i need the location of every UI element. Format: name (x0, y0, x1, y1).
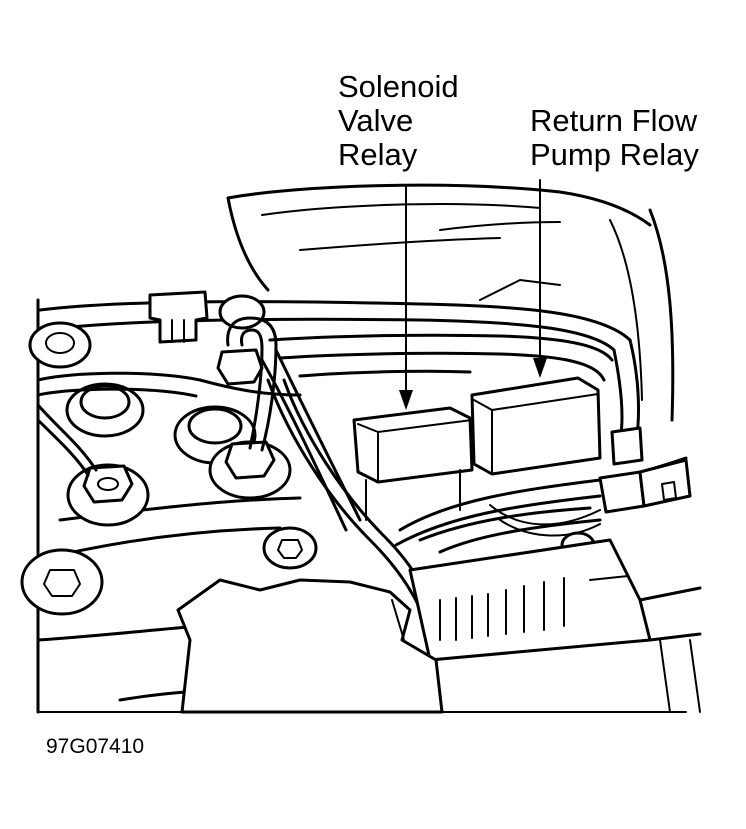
fitting-left-lower (66, 463, 150, 527)
wiring-harness (394, 456, 692, 559)
socket-bolt-left (20, 548, 104, 616)
solenoid-valve-relay (352, 406, 474, 521)
brake-line-bundle (38, 300, 644, 466)
callout-arrows (399, 179, 547, 410)
foreground-cover (176, 578, 444, 714)
fitting-right-lower (208, 440, 292, 500)
return-pump-relay-arrowhead (533, 358, 547, 378)
electrical-connector (408, 538, 702, 713)
fitting-upper-left (65, 382, 145, 438)
return-flow-pump-relay (470, 376, 602, 476)
socket-bolt-center (262, 526, 318, 570)
solenoid-relay-arrowhead (399, 390, 413, 410)
solenoid-valve-relay-label: Solenoid Valve Relay (338, 69, 459, 172)
fitting-top-left (28, 321, 92, 369)
hex-fittings (20, 294, 318, 616)
return-flow-pump-relay-label: Return Flow Pump Relay (530, 103, 699, 172)
line-clip (148, 290, 209, 344)
fitting-top-center (216, 294, 266, 386)
background-housing (226, 183, 675, 422)
figure-id: 97G07410 (46, 735, 145, 758)
